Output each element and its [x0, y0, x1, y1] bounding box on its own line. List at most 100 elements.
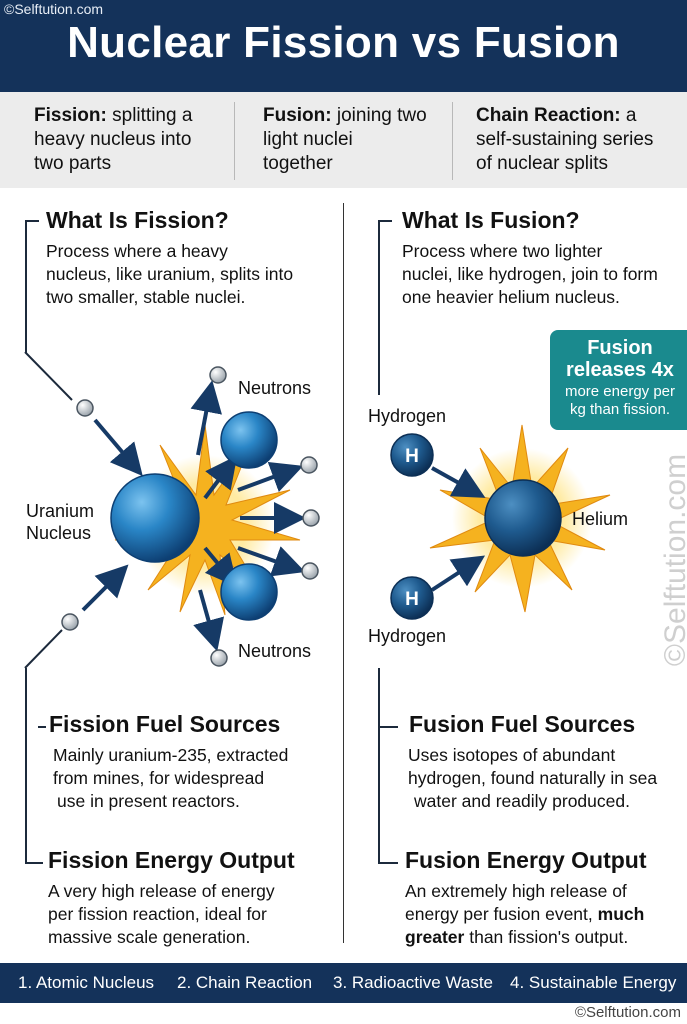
footer-topic: 1. Atomic Nucleus	[18, 973, 155, 992]
text-line: hydrogen, found naturally in sea	[408, 768, 658, 788]
fission-fuel-text: Mainly uranium-235, extracted from mines…	[53, 744, 338, 813]
watermark-bottom: ©Selftution.com	[574, 1004, 681, 1021]
definition-text: together	[263, 153, 333, 174]
text-line: from mines, for widespread	[53, 768, 265, 788]
definition-text: two parts	[34, 153, 112, 174]
hydrogen-label: Hydrogen	[368, 626, 447, 646]
neutron	[302, 509, 320, 527]
daughter-nucleus	[220, 563, 278, 621]
footer-topic: 3. Radioactive Waste	[333, 973, 493, 992]
text-line: Process where a heavy	[46, 241, 228, 261]
hydrogen-nucleus	[390, 433, 434, 477]
watermark-top: ©Selftution.com	[4, 1, 104, 17]
incoming-neutron-arrow	[93, 418, 143, 477]
energy-callout: Fusion releases 4x more energy per kg th…	[550, 330, 687, 430]
text-line: greater than fission's output.	[405, 926, 685, 949]
neutron-arrow	[193, 589, 225, 652]
fusion-description: Process where two lighter nuclei, like h…	[402, 240, 687, 309]
text-line: one heavier helium nucleus.	[402, 287, 620, 307]
text-line: nucleus, like uranium, splits into	[46, 264, 294, 284]
emphasis-text: greater	[405, 927, 465, 947]
text-line: Uranium	[26, 501, 95, 521]
neutron	[300, 456, 318, 474]
text-part: than fission's output.	[469, 927, 629, 947]
footer-bar: 1. Atomic Nucleus 2. Chain Reaction 3. R…	[0, 963, 687, 1003]
fragment-arrow	[203, 546, 238, 588]
text-line: two smaller, stable nuclei.	[46, 287, 246, 307]
bracket	[25, 668, 27, 863]
fission-fuel-heading: Fission Fuel Sources	[49, 711, 281, 737]
text-line: massive scale generation.	[48, 927, 251, 947]
fusion-fuel-text: Uses isotopes of abundant hydrogen, foun…	[408, 744, 686, 813]
fission-heading: What Is Fission?	[46, 207, 229, 233]
bracket	[25, 862, 43, 864]
neutrons-label: Neutrons	[238, 641, 312, 661]
definition-fission: Fission: splitting a heavy nucleus into …	[34, 104, 234, 176]
fusion-fuel-heading: Fusion Fuel Sources	[409, 711, 636, 737]
divider	[234, 102, 235, 180]
hydrogen-label: Hydrogen	[368, 406, 447, 426]
text-line: Uses isotopes of abundant	[408, 745, 616, 765]
neutron	[301, 562, 319, 580]
fusion-energy-heading: Fusion Energy Output	[405, 847, 647, 873]
text-line: nuclei, like hydrogen, join to form	[402, 264, 658, 284]
bracket	[378, 862, 398, 864]
callout-line: releases 4x	[566, 359, 674, 381]
column-divider	[343, 203, 344, 943]
neutrons-label: Neutrons	[238, 378, 312, 398]
definition-chain-reaction: Chain Reaction: a self-sustaining series…	[476, 104, 681, 176]
bracket	[378, 220, 392, 222]
text-part: energy per fusion event,	[405, 904, 593, 924]
uranium-nucleus	[110, 473, 200, 563]
neutron	[76, 399, 94, 417]
definition-text: self-sustaining series	[476, 129, 654, 150]
uranium-label: Uranium Nucleus	[26, 500, 94, 544]
daughter-nucleus	[220, 411, 278, 469]
footer-topic: 4. Sustainable Energy	[510, 973, 677, 992]
divider	[452, 102, 453, 180]
hydrogen-symbol: H	[405, 589, 419, 610]
neutron	[209, 366, 227, 384]
text-line: energy per fusion event, much	[405, 903, 685, 926]
text-line: An extremely high release of	[405, 881, 627, 901]
text-line: Nucleus	[26, 523, 92, 543]
definition-text: splitting a	[112, 105, 193, 126]
footer-topic: 2. Chain Reaction	[177, 973, 313, 992]
fission-energy-text: A very high release of energy per fissio…	[48, 880, 333, 949]
definition-text: of nuclear splits	[476, 153, 609, 174]
definition-text: a	[625, 105, 637, 126]
text-line: water and readily produced.	[414, 791, 630, 811]
definition-fusion: Fusion: joining two light nuclei togethe…	[263, 104, 443, 176]
neutron	[61, 613, 79, 631]
watermark-side: ©Selftution.com	[659, 453, 687, 667]
neutron	[210, 649, 228, 667]
text-line: per fission reaction, ideal for	[48, 904, 267, 924]
definition-text: joining two	[336, 105, 427, 126]
page-title: Nuclear Fission vs Fusion	[67, 18, 620, 67]
definition-term: Fission:	[34, 105, 107, 126]
fission-energy-heading: Fission Energy Output	[48, 847, 295, 873]
text-line: Process where two lighter	[402, 241, 603, 261]
hydrogen-arrow	[430, 555, 486, 592]
incoming-neutron-arrow	[81, 564, 129, 612]
bracket	[25, 220, 27, 353]
definition-term: Chain Reaction:	[476, 105, 621, 126]
fusion-heading: What Is Fusion?	[402, 207, 580, 233]
fission-description: Process where a heavy nucleus, like uran…	[46, 240, 341, 309]
hydrogen-arrow	[431, 466, 486, 498]
header-banner: ©Selftution.com Nuclear Fission vs Fusio…	[0, 0, 687, 92]
callout-line: Fusion	[587, 337, 653, 359]
text-line: Mainly uranium-235, extracted	[53, 745, 289, 765]
callout-line: more energy per	[564, 383, 676, 400]
text-line: A very high release of energy	[48, 881, 275, 901]
hydrogen-nucleus	[390, 576, 434, 620]
neutron-arrow	[237, 546, 306, 577]
definitions-strip: Fission: splitting a heavy nucleus into …	[0, 92, 687, 188]
helium-nucleus	[484, 479, 562, 557]
definition-text: light nuclei	[263, 129, 353, 150]
text-line: use in present reactors.	[57, 791, 240, 811]
neutron-arrow	[237, 461, 304, 492]
fragment-arrow	[203, 455, 238, 500]
connector-line	[24, 629, 63, 669]
